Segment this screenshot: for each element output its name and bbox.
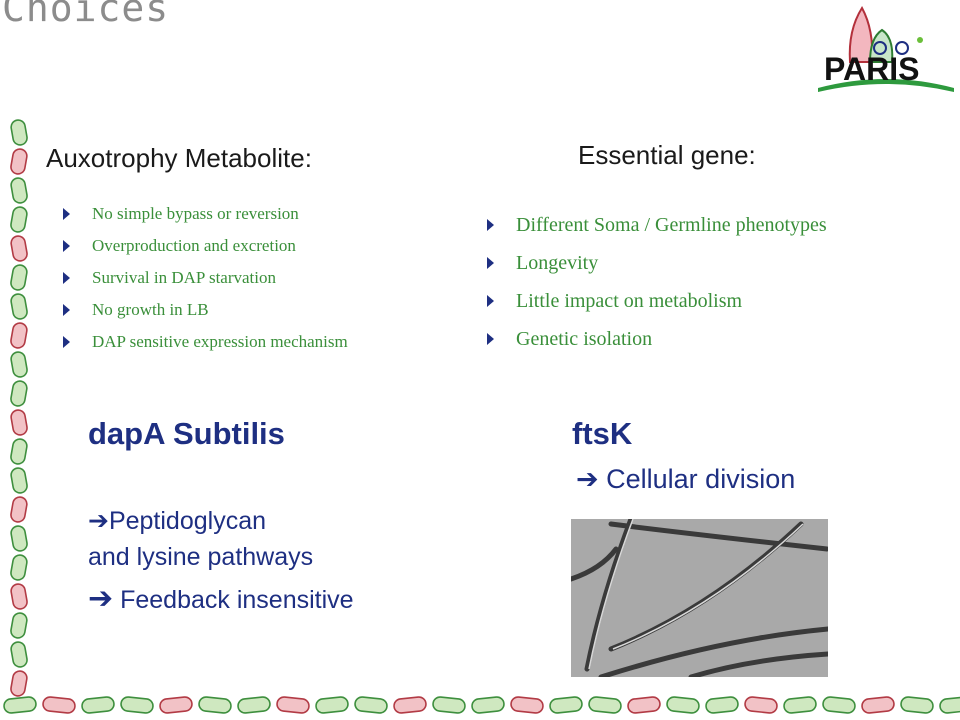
bacterium-icon (315, 696, 349, 714)
left-bullet-list: No simple bypass or reversion Overproduc… (62, 198, 348, 358)
microscopy-image (571, 519, 828, 677)
right-choice-details: ➔ Cellular division (576, 464, 796, 495)
bacterium-icon (237, 696, 271, 714)
list-item: Overproduction and excretion (62, 230, 348, 262)
right-arrow-icon: ➔ (576, 464, 599, 495)
bullet-arrow-icon (63, 208, 70, 220)
bacterium-icon (81, 696, 115, 714)
list-item: No growth in LB (62, 294, 348, 326)
bacterium-icon (10, 612, 28, 639)
bacterium-icon (10, 148, 28, 175)
bacterium-icon (10, 525, 28, 552)
bacteria-border-left (10, 119, 28, 697)
list-item: Genetic isolation (486, 320, 827, 358)
left-heading: Auxotrophy Metabolite: (46, 143, 312, 173)
left-choice-details: ➔Peptidoglycan and lysine pathways ➔ Fee… (88, 503, 354, 618)
bacterium-icon (10, 264, 28, 291)
bacterium-icon (861, 696, 895, 714)
left-detail-line: ➔Peptidoglycan (88, 506, 267, 535)
bacterium-icon (10, 438, 28, 465)
bacterium-icon (510, 696, 544, 714)
bullet-arrow-icon (487, 295, 494, 307)
bullet-arrow-icon (487, 333, 494, 345)
bacterium-icon (744, 696, 778, 714)
bullet-arrow-icon (63, 336, 70, 348)
bacterium-icon (3, 696, 37, 714)
slide-title: Choices (2, 0, 170, 30)
bacterium-icon (939, 696, 960, 714)
bacteria-border-bottom (3, 696, 960, 714)
bacterium-icon (10, 641, 28, 668)
bacterium-icon (10, 496, 28, 523)
left-choice-title: dapA Subtilis (88, 416, 285, 451)
bacterium-icon (10, 322, 28, 349)
bacterium-icon (10, 293, 28, 320)
bacterium-icon (393, 696, 427, 714)
list-item: Survival in DAP starvation (62, 262, 348, 294)
bacterium-icon (10, 467, 28, 494)
bacterium-icon (159, 696, 193, 714)
list-item: DAP sensitive expression mechanism (62, 326, 348, 358)
bacterium-icon (432, 696, 466, 714)
bacterium-icon (471, 696, 505, 714)
bacterium-icon (705, 696, 739, 714)
bacterium-icon (627, 696, 661, 714)
bullet-arrow-icon (487, 257, 494, 269)
left-detail-line: and lysine pathways (88, 543, 314, 571)
list-item: No simple bypass or reversion (62, 198, 348, 230)
bacterium-icon (10, 554, 28, 581)
bacterium-icon (10, 351, 28, 378)
bacterium-icon (10, 119, 28, 146)
bacterium-icon (549, 696, 583, 714)
bacterium-icon (10, 670, 28, 697)
bacterium-icon (10, 206, 28, 233)
bacterium-icon (588, 696, 622, 714)
right-heading: Essential gene: (578, 140, 756, 170)
bacterium-icon (822, 696, 856, 714)
bacterium-icon (354, 696, 388, 714)
bacterium-icon (900, 696, 934, 714)
paris-logo: PARIS (818, 6, 954, 92)
bacterium-icon (120, 696, 154, 714)
bacterium-icon (10, 409, 28, 436)
bacterium-icon (42, 696, 76, 714)
bacterium-icon (276, 696, 310, 714)
bullet-arrow-icon (487, 219, 494, 231)
bacterium-icon (10, 177, 28, 204)
list-item: Longevity (486, 244, 827, 282)
bullet-arrow-icon (63, 240, 70, 252)
bacterium-icon (10, 235, 28, 262)
bacterium-icon (198, 696, 232, 714)
right-bullet-list: Different Soma / Germline phenotypes Lon… (486, 206, 827, 358)
bullet-arrow-icon (63, 272, 70, 284)
bacterium-icon (783, 696, 817, 714)
bullet-arrow-icon (63, 304, 70, 316)
list-item: Different Soma / Germline phenotypes (486, 206, 827, 244)
right-arrow-icon: ➔ (88, 581, 114, 616)
right-choice-title: ftsK (572, 416, 633, 451)
left-detail-line: ➔ Feedback insensitive (88, 581, 354, 616)
logo-text: PARIS (824, 51, 919, 87)
right-arrow-icon: ➔ (88, 506, 109, 535)
bacterium-icon (10, 380, 28, 407)
bacterium-icon (10, 583, 28, 610)
list-item: Little impact on metabolism (486, 282, 827, 320)
bacterium-icon (666, 696, 700, 714)
